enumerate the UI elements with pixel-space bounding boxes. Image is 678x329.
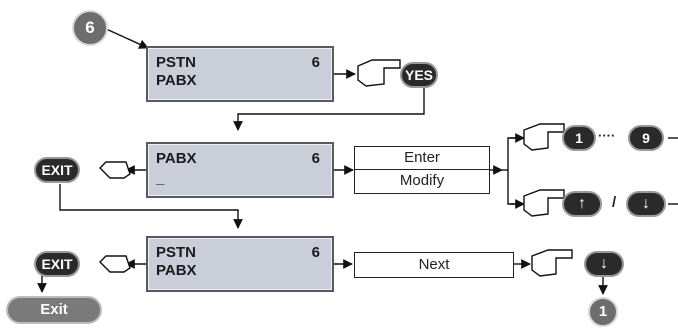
lcd-number: 6: [311, 150, 320, 167]
down-arrow-key-bottom[interactable]: ↓: [584, 251, 624, 277]
hand-icon: [99, 255, 131, 273]
modify-box: Modify: [354, 170, 490, 194]
lcd-number: 6: [311, 244, 320, 261]
lcd-line-2: PABX: [156, 262, 197, 279]
hand-icon: [357, 59, 401, 87]
lcd-display-bottom: PSTN PABX 6: [146, 236, 334, 292]
lcd-line-1: PSTN: [156, 54, 197, 71]
down-arrow-key[interactable]: ↓: [626, 191, 666, 217]
lcd-cursor: _: [156, 170, 165, 187]
hand-icon: [531, 249, 573, 277]
lcd-display-middle: PABX 6 _: [146, 142, 334, 198]
lcd-line-1: PSTN: [156, 244, 197, 261]
slash: /: [612, 194, 617, 211]
key-1[interactable]: 1: [562, 125, 596, 151]
hand-icon: [99, 161, 131, 179]
step-badge-6: 6: [72, 10, 108, 46]
arrow-badge-to-lcd-top: [103, 27, 149, 49]
exit-label: Exit: [6, 296, 102, 324]
exit-key[interactable]: EXIT: [34, 157, 80, 183]
step-badge-1: 1: [588, 297, 618, 327]
ellipsis: ····: [598, 128, 616, 143]
branch-bracket: [507, 137, 520, 205]
hand-icons: [99, 59, 573, 277]
lcd-number: 6: [311, 54, 320, 71]
up-arrow-key[interactable]: ↑: [562, 191, 602, 217]
lcd-display-top: PSTN PABX 6: [146, 46, 334, 102]
key-9[interactable]: 9: [628, 125, 664, 151]
arrow-exit-to-lcd-bottom: [59, 184, 243, 229]
yes-key[interactable]: YES: [400, 62, 438, 88]
hand-icon: [523, 123, 565, 151]
arrow-yes-to-lcd-middle: [233, 88, 425, 131]
lcd-line-2: PABX: [156, 72, 197, 89]
enter-box: Enter: [354, 146, 490, 170]
lcd-line-1: PABX: [156, 150, 197, 167]
hand-icon: [523, 189, 565, 217]
exit-key-bottom[interactable]: EXIT: [34, 251, 80, 277]
next-box: Next: [354, 252, 514, 278]
